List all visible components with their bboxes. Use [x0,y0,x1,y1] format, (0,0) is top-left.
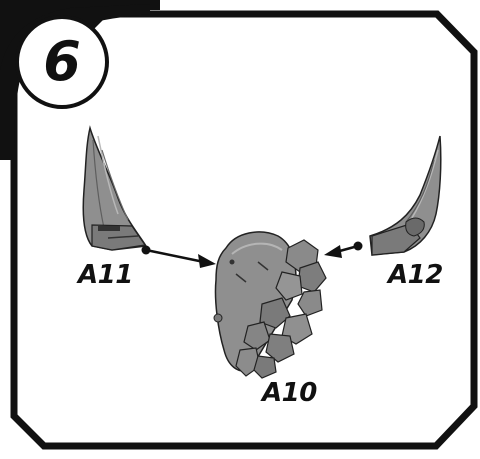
part-label-a11: A11 [78,260,133,290]
step-number: 6 [24,32,100,92]
attach-arrow-right [324,242,363,259]
attach-arrow-left [142,246,217,269]
head-part [214,232,326,378]
part-label-a10: A10 [262,378,317,408]
part-label-a12: A12 [388,260,443,290]
left-horn-part [83,128,146,250]
right-horn-part [370,136,441,255]
